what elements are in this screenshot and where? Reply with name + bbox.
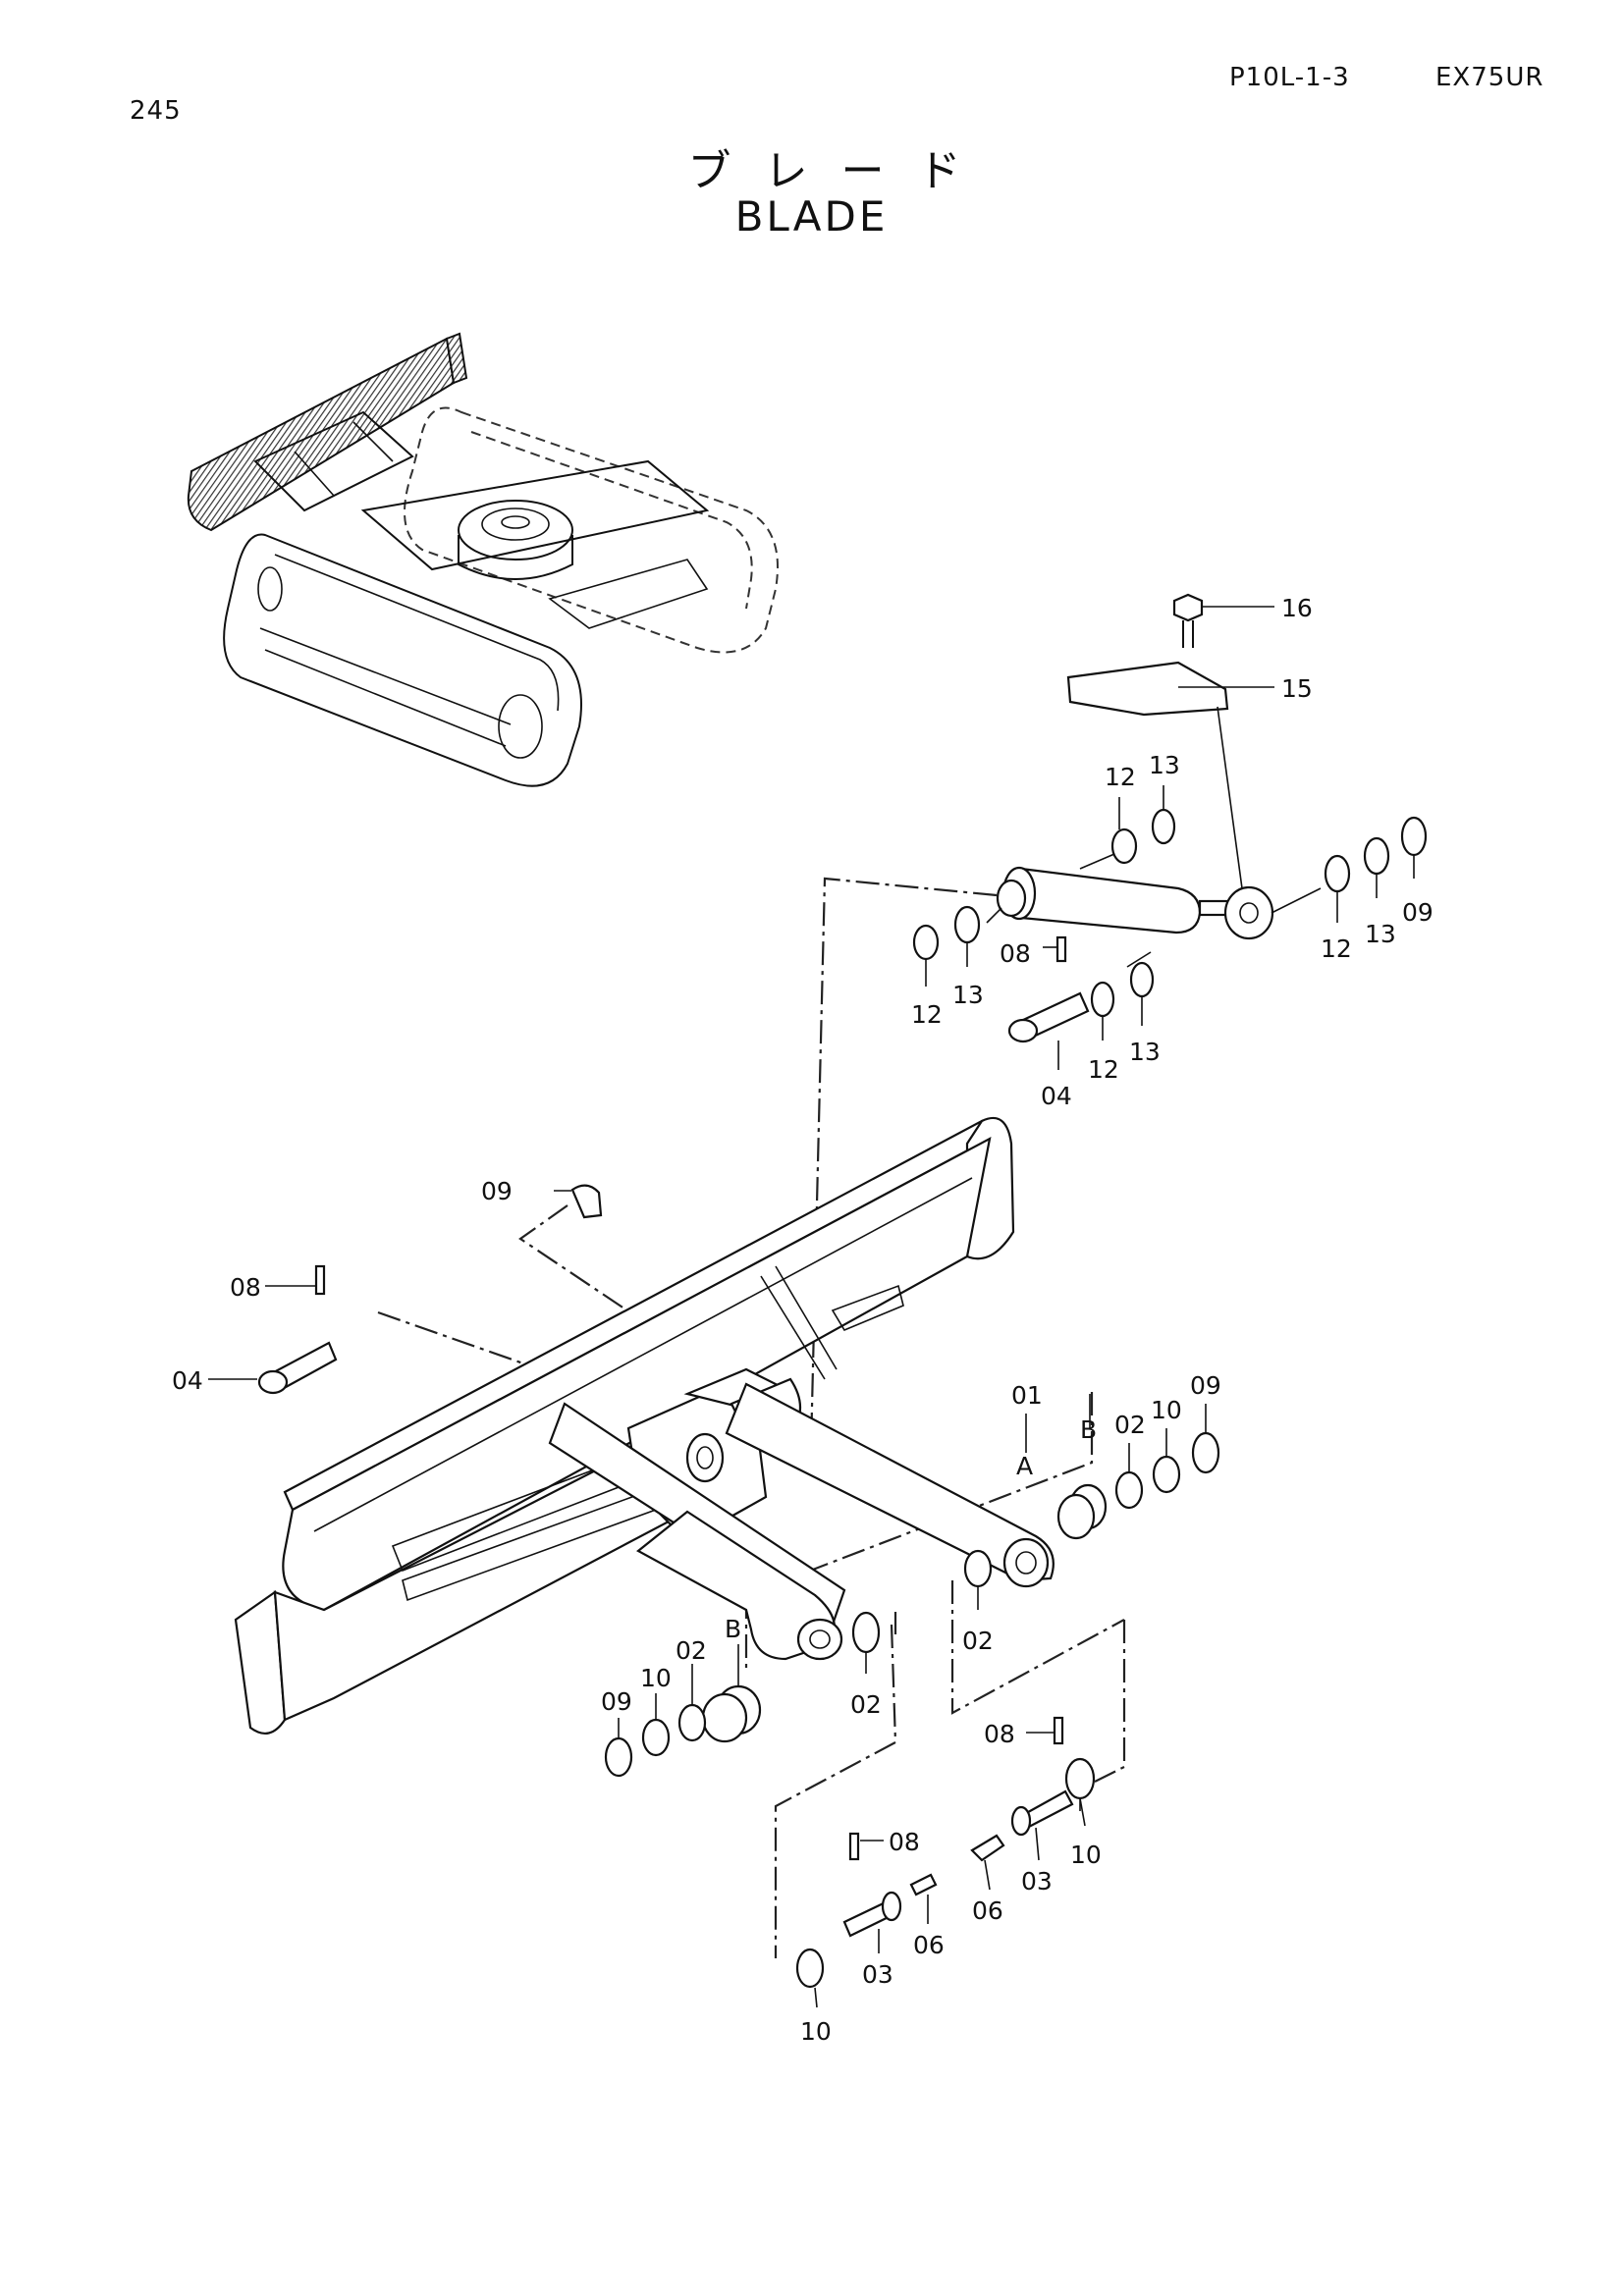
callout-02: 02 (676, 1636, 707, 1665)
blade-cylinder (986, 706, 1322, 968)
callout-B: B (1080, 1415, 1097, 1444)
callout-12: 12 (1088, 1055, 1119, 1084)
callout-15: 15 (1281, 674, 1313, 703)
callout-02: 02 (1114, 1411, 1146, 1439)
callout-12: 12 (1321, 934, 1352, 963)
callout-08: 08 (1000, 939, 1031, 968)
callout-10: 10 (1070, 1841, 1102, 1869)
callout-06: 06 (972, 1896, 1003, 1925)
model-code: EX75UR (1435, 63, 1544, 92)
callout-labels: 16 15 12 13 12 13 09 08 12 13 12 13 04 0… (172, 594, 1434, 2046)
bolt-and-cover (1066, 593, 1274, 717)
callout-02: 02 (962, 1627, 994, 1655)
callout-10: 10 (1151, 1396, 1182, 1424)
callout-13: 13 (1129, 1038, 1161, 1066)
title-japanese: ブレード (687, 146, 995, 196)
undercarriage-overview (187, 332, 779, 787)
callout-02: 02 (850, 1690, 882, 1719)
callout-12: 12 (911, 1000, 943, 1029)
title-english: BLADE (734, 192, 889, 240)
callout-09: 09 (1402, 898, 1434, 927)
callout-12: 12 (1105, 763, 1136, 791)
callout-A: A (1016, 1452, 1033, 1480)
callout-16: 16 (1281, 594, 1313, 622)
callout-09: 09 (481, 1177, 513, 1205)
main-blade (234, 1116, 1055, 1735)
callout-03: 03 (1021, 1867, 1053, 1896)
callout-08: 08 (230, 1273, 261, 1302)
callout-13: 13 (1149, 751, 1180, 779)
callout-10: 10 (800, 2017, 832, 2046)
callout-09: 09 (601, 1687, 632, 1716)
callout-B: B (725, 1615, 741, 1643)
lower-pins (814, 1716, 1086, 2008)
drawing-code: P10L-1-3 (1229, 63, 1350, 92)
callout-08: 08 (984, 1720, 1015, 1748)
page-number: 245 (130, 96, 182, 126)
washers-and-rings (912, 808, 1428, 1018)
callout-01: 01 (1011, 1381, 1043, 1410)
callout-06: 06 (913, 1931, 945, 1959)
callout-08: 08 (889, 1828, 920, 1856)
callout-03: 03 (862, 1960, 893, 1989)
pin-left (208, 1184, 603, 1395)
callout-10: 10 (640, 1664, 672, 1692)
callout-09: 09 (1190, 1371, 1221, 1400)
pin-upper (1007, 935, 1090, 1070)
callout-13: 13 (952, 981, 984, 1009)
callout-13: 13 (1365, 920, 1396, 948)
callout-04: 04 (172, 1366, 203, 1395)
leader-lines (618, 785, 1415, 1811)
bushings-lower (604, 1431, 1220, 1989)
callout-04: 04 (1041, 1082, 1072, 1110)
